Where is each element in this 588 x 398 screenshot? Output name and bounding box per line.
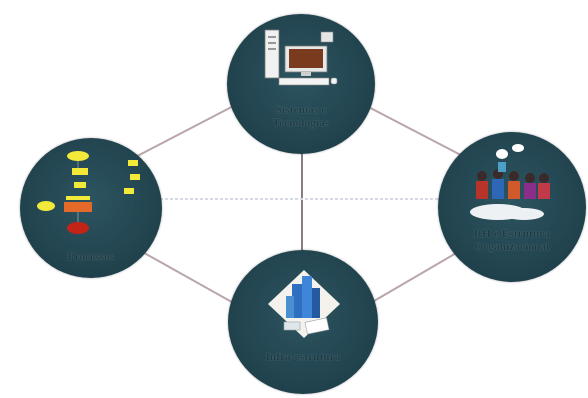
node-label-line1: RH e Estrutura [473, 228, 551, 240]
node-processos: Processos [20, 138, 162, 278]
node-label-processos: Processos [67, 251, 115, 263]
node-label-infra: Infra-estrutura [265, 351, 341, 363]
people-group-icon [470, 144, 550, 220]
computer-icon [264, 29, 338, 86]
buildings-icon [268, 270, 340, 338]
node-label-rh: RH e Estrutura Organizacional [438, 228, 586, 254]
node-label-sistemas: Sistemas e Tecnologias [227, 104, 375, 130]
node-label-line1: Sistemas e [275, 104, 327, 116]
node-infra-estrutura: Infra-estrutura [228, 250, 378, 394]
node-rh-estrutura: RH e Estrutura Organizacional [438, 132, 586, 282]
node-sistemas-tecnologias: Sistemas e Tecnologias [227, 14, 375, 154]
connector-top-left [119, 99, 246, 166]
node-label-line2: Tecnologias [272, 117, 330, 129]
flowchart-icon [37, 151, 140, 234]
node-label-line2: Organizacional [474, 241, 550, 253]
